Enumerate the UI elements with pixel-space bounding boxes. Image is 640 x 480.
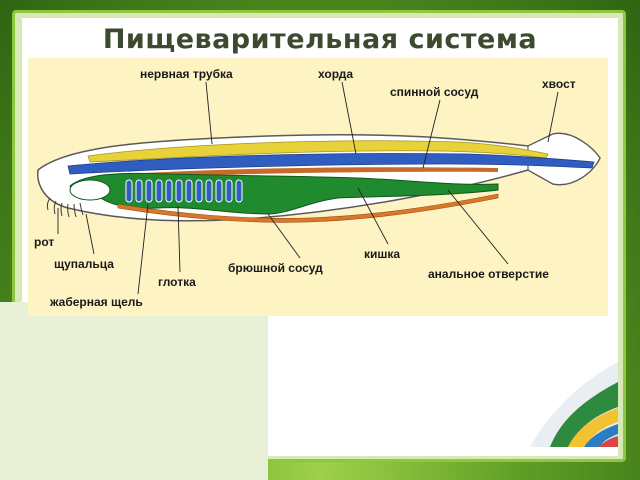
gill-slit-mark <box>165 179 173 203</box>
oral-cavity <box>69 179 111 201</box>
label-ventral-vessel: брюшной сосуд <box>228 261 323 275</box>
label-anus: анальное отверстие <box>428 267 549 281</box>
label-chord: хорда <box>318 67 353 81</box>
label-nerve-tube: нервная трубка <box>140 67 233 81</box>
leader-lines <box>57 81 559 295</box>
tentacles-shape <box>46 197 84 218</box>
ventral-vessel-shape <box>117 193 499 223</box>
label-dorsal-vessel: спинной сосуд <box>390 85 479 99</box>
gill-slit-mark <box>185 179 193 203</box>
page-curl-decoration <box>530 362 618 447</box>
tail-fin <box>527 132 601 186</box>
lancelet-diagram-svg: нервная трубка хорда спинной сосуд хвост… <box>34 67 601 309</box>
gill-slit-mark <box>135 179 143 203</box>
gill-slit-mark <box>195 179 203 203</box>
gill-slit-mark <box>125 179 133 203</box>
label-intestine: кишка <box>364 247 400 261</box>
label-pharynx: глотка <box>158 275 196 289</box>
label-tentacles: щупальца <box>54 257 114 271</box>
gill-slit-mark <box>205 179 213 203</box>
lower-left-panel <box>0 302 268 480</box>
gill-slits <box>125 179 243 203</box>
page-title: Пищеварительная система <box>102 24 538 55</box>
label-tail: хвост <box>542 77 576 91</box>
lancelet-diagram: нервная трубка хорда спинной сосуд хвост… <box>28 58 608 316</box>
dorsal-vessel-shape <box>128 167 498 178</box>
label-gill-slit: жаберная щель <box>49 295 143 309</box>
gill-slit-mark <box>155 179 163 203</box>
gill-slit-mark <box>235 179 243 203</box>
label-mouth: рот <box>34 235 54 249</box>
chord-shape <box>67 153 595 175</box>
gill-slit-mark <box>215 179 223 203</box>
gill-slit-mark <box>175 179 183 203</box>
gill-slit-mark <box>145 179 153 203</box>
gill-slit-mark <box>225 179 233 203</box>
